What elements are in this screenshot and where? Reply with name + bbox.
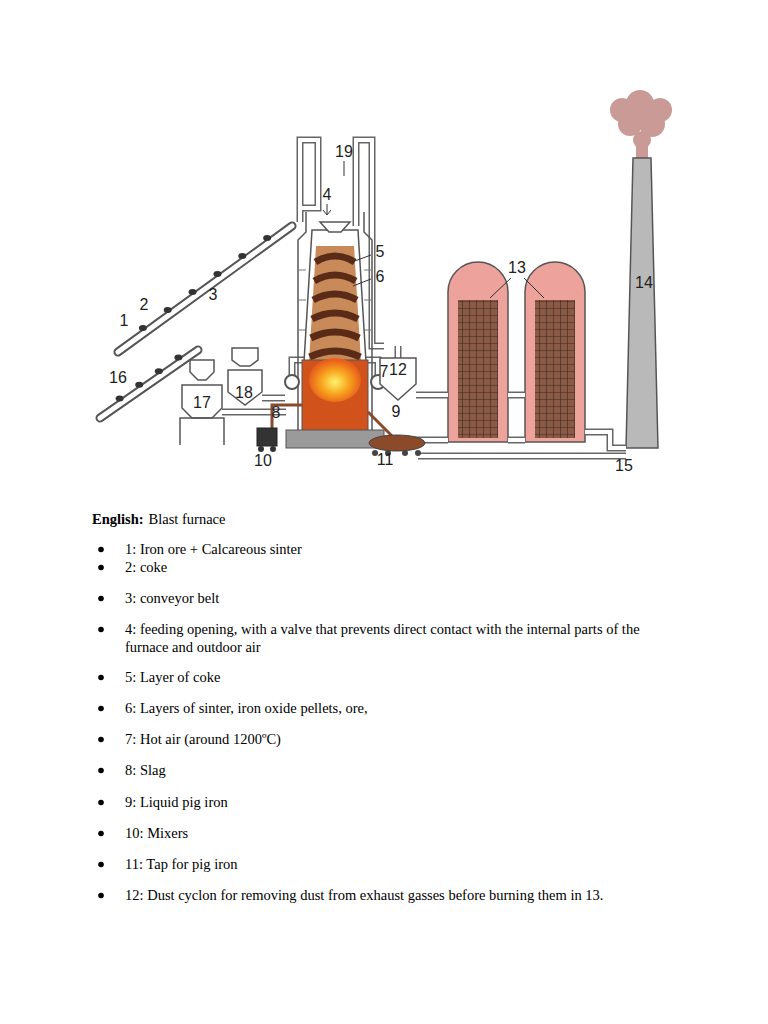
coke-layer	[313, 294, 357, 300]
heading: English:	[92, 510, 144, 528]
legend-item: 4: feeding opening, with a valve that pr…	[125, 620, 685, 656]
leader-lines	[323, 161, 544, 298]
bullet	[98, 831, 104, 837]
bullet	[98, 800, 104, 806]
callout-number: 17	[193, 394, 211, 412]
legend-item: 2: coke	[125, 558, 685, 576]
legend-item: 12: Dust cyclon for removing dust from e…	[125, 886, 685, 904]
legend-item: 11: Tap for pig iron	[125, 855, 685, 873]
legend-item: 3: conveyor belt	[125, 589, 685, 607]
callout-number: 3	[209, 286, 218, 304]
pipe-inner	[298, 140, 318, 222]
callout-number: 7	[380, 363, 389, 381]
pipe	[298, 140, 318, 222]
pipe-inner	[418, 454, 626, 458]
pipe	[416, 392, 448, 399]
callout-number: 15	[615, 457, 633, 475]
legend-item: 9: Liquid pig iron	[125, 793, 685, 811]
pipe-inner	[262, 396, 285, 400]
coke-layer	[314, 275, 355, 281]
callout-number: 18	[235, 384, 253, 402]
pipe-inner	[508, 393, 525, 397]
charge-lump	[116, 395, 124, 401]
bullet	[98, 862, 104, 868]
pipe	[395, 346, 402, 358]
smoke	[610, 90, 672, 160]
charge-lump	[263, 235, 271, 241]
hot-blast-stoves	[448, 262, 585, 442]
callout-number: 10	[254, 452, 272, 470]
callout-number: 16	[109, 369, 127, 387]
belt	[118, 226, 292, 352]
callout-number: 2	[140, 296, 149, 314]
dust-cyclone	[380, 358, 416, 400]
pipe-inner	[585, 432, 626, 448]
bullet	[98, 627, 104, 633]
callout-number: 13	[508, 259, 526, 277]
charge-lump	[174, 355, 182, 361]
bullet	[98, 768, 104, 774]
callout-number: 12	[389, 361, 407, 379]
coke-layer	[312, 313, 358, 319]
charge-lump	[238, 253, 246, 259]
callout-number: 11	[377, 451, 394, 469]
pipes	[222, 140, 626, 456]
bullet	[98, 596, 104, 602]
pipe	[508, 437, 525, 444]
legend-item: 8: Slag	[125, 761, 685, 779]
chimney	[626, 158, 658, 448]
charge-lump	[213, 271, 221, 277]
callout-number: 5	[376, 243, 385, 261]
bullet	[98, 706, 104, 712]
legend-item: 7: Hot air (around 1200ºC)	[125, 730, 685, 748]
legend-item: 5: Layer of coke	[125, 668, 685, 686]
pipe	[585, 432, 626, 448]
coke-layer	[315, 256, 354, 262]
coke-layer	[311, 332, 359, 338]
heading: Blast furnace	[149, 510, 226, 528]
slag-runner-and-mixer	[257, 405, 302, 452]
legend-item: 6: Layers of sinter, iron oxide pellets,…	[125, 699, 685, 717]
callout-number: 6	[376, 268, 385, 286]
pipe-inner	[508, 438, 525, 442]
pipe-inner	[396, 346, 400, 358]
bullet	[98, 565, 104, 571]
conveyor-belts	[100, 226, 292, 418]
pipe	[418, 453, 626, 460]
charge-lump	[164, 307, 172, 313]
callout-number: 9	[392, 403, 401, 421]
pipe	[508, 392, 525, 399]
legend-item: 1: Iron ore + Calcareous sinter	[125, 540, 685, 558]
callout-number: 8	[272, 404, 281, 422]
callout-number: 1	[120, 312, 129, 330]
bullet	[98, 547, 104, 553]
bullet	[98, 893, 104, 899]
bullet	[98, 675, 104, 681]
callout-number: 4	[323, 186, 332, 204]
coke-layer	[310, 351, 361, 357]
belt-inner	[118, 226, 292, 352]
charge-lump	[189, 289, 197, 295]
legend-item: 10: Mixers	[125, 824, 685, 842]
bullets	[0, 500, 768, 920]
charge-lump	[135, 382, 143, 388]
bullet	[98, 737, 104, 743]
charge-lump	[155, 368, 163, 374]
callout-number: 14	[635, 274, 653, 292]
charge-lump	[139, 325, 147, 331]
callout-number: 19	[335, 143, 353, 161]
pipe	[262, 395, 285, 402]
pipe-inner	[416, 393, 448, 397]
bunkers	[180, 348, 262, 445]
